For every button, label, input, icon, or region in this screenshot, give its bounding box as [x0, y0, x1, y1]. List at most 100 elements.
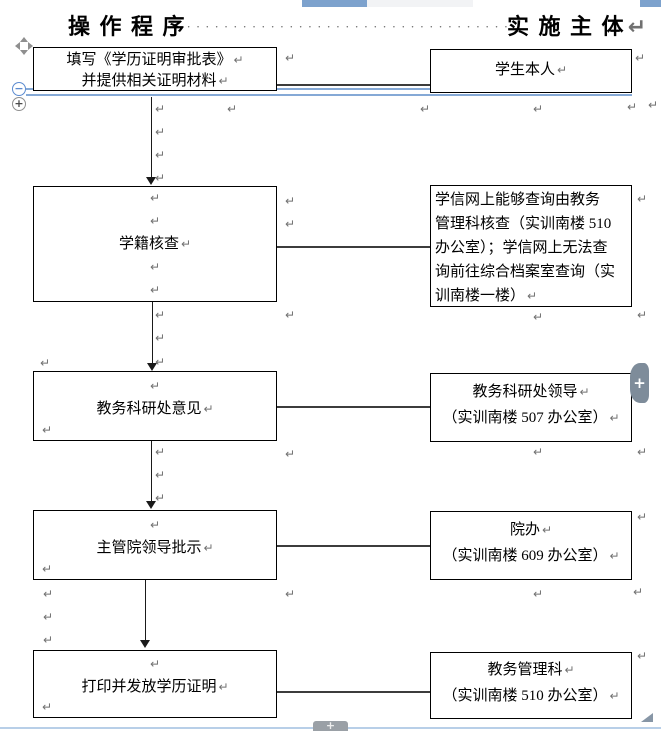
box-text: （实训南楼 507 办公室） — [442, 410, 608, 426]
flow-box-step2[interactable]: ↵ ↵ 学籍核查↵ ↵ ↵ — [33, 186, 277, 302]
paragraph-mark: ↵ — [40, 356, 51, 370]
box-text: 询前往综合档案室查询（实 — [435, 264, 616, 280]
box-text: 打印并发放学历证明 — [81, 679, 217, 695]
paragraph-mark: ↵ — [609, 549, 620, 563]
bottom-add-button[interactable]: + — [313, 720, 348, 731]
scrollbar-thumb-button[interactable]: + — [630, 363, 649, 403]
paragraph-mark: ↵ — [533, 445, 544, 459]
paragraph-mark: ↵ — [635, 51, 646, 65]
paragraph-mark: ↵ — [42, 423, 53, 437]
paragraph-mark: ↵ — [527, 289, 538, 303]
arrow-up-icon — [20, 37, 28, 42]
paragraph-mark: ↵ — [155, 171, 166, 185]
box-text: 学生本人 — [494, 62, 555, 78]
box-text: （实训南楼 510 办公室） — [442, 688, 608, 704]
paragraph-mark: ↵ — [637, 192, 648, 206]
paragraph-mark: ↵ — [637, 445, 648, 459]
collapse-rule-bottom — [26, 94, 632, 96]
box-text: 并提供相关证明材料 — [81, 73, 217, 89]
paragraph-mark: ↵ — [43, 587, 54, 601]
collapse-button[interactable]: − — [12, 82, 26, 96]
expand-button[interactable]: + — [12, 97, 26, 111]
arrow-down-icon — [20, 50, 28, 55]
paragraph-mark: ↵ — [149, 283, 161, 297]
paragraph-mark: ↵ — [285, 587, 296, 601]
arrowhead-icon — [146, 177, 156, 185]
arrowhead-icon — [140, 640, 150, 648]
paragraph-mark: ↵ — [155, 102, 166, 116]
paragraph-mark: ↵ — [564, 663, 575, 677]
paragraph-mark: ↵ — [533, 102, 544, 116]
paragraph-mark: ↵ — [149, 191, 161, 205]
connector-row2 — [277, 246, 430, 248]
box-text: 教务科研处领导 — [472, 384, 578, 400]
paragraph-mark: ↵ — [155, 148, 166, 162]
box-text: （实训南楼 609 办公室） — [442, 548, 608, 564]
flow-box-actor1[interactable]: 学生本人↵ — [430, 49, 632, 93]
arrowhead-icon — [146, 501, 156, 509]
paragraph-mark: ↵ — [285, 194, 296, 208]
paragraph-mark: ↵ — [155, 125, 166, 139]
move-handle-icon[interactable] — [15, 37, 33, 55]
box-text: 教务管理科 — [487, 662, 563, 678]
box-text: 训南楼一楼） — [435, 288, 526, 304]
paragraph-mark: ↵ — [155, 355, 166, 369]
paragraph-mark: ↵ — [609, 411, 620, 425]
box-text: 学信网上能够查询由教务 — [435, 192, 601, 208]
paragraph-mark: ↵ — [155, 445, 166, 459]
connector-row5 — [277, 691, 430, 693]
paragraph-mark: ↵ — [43, 633, 54, 647]
flow-arrow-4 — [140, 580, 150, 648]
paragraph-mark: ↵ — [285, 308, 296, 322]
top-scrollbar-track[interactable] — [367, 0, 473, 7]
paragraph-mark: ↵ — [203, 541, 214, 555]
flow-arrow-3 — [146, 441, 156, 509]
paragraph-mark: ↵ — [637, 649, 648, 663]
paragraph-mark: ↵ — [155, 468, 166, 482]
flow-box-step5[interactable]: ↵ 打印并发放学历证明↵ ↵ — [33, 650, 277, 718]
connector-row4 — [277, 545, 430, 547]
header-left-title: 操 作 程 序 — [68, 14, 187, 39]
box-text: 院办 — [509, 522, 540, 538]
paragraph-mark: ↵ — [149, 379, 161, 393]
paragraph-mark: ↵ — [233, 53, 244, 67]
paragraph-mark: ↵ — [579, 385, 590, 399]
paragraph-mark: ↵ — [648, 98, 659, 112]
flow-box-actor4[interactable]: 院办↵ （实训南楼 609 办公室）↵ — [430, 511, 632, 580]
flow-box-step4[interactable]: ↵ 主管院领导批示↵ ↵ — [33, 510, 277, 580]
box-text: 办公室）；学信网上无法查 — [435, 240, 608, 256]
resize-grip-icon[interactable] — [641, 713, 653, 722]
arrow-left-icon — [15, 42, 20, 50]
flow-header: 操 作 程 序 ································… — [0, 9, 648, 41]
top-scrollbar-thumb[interactable] — [302, 0, 367, 7]
flow-arrow-1 — [146, 97, 156, 185]
connector-row3 — [277, 406, 430, 408]
paragraph-mark: ↵ — [180, 237, 192, 251]
top-scrollbar-fragment[interactable] — [640, 0, 661, 7]
flow-arrow-2 — [147, 302, 157, 371]
flow-box-actor5[interactable]: 教务管理科↵ （实训南楼 510 办公室）↵ — [430, 652, 632, 719]
paragraph-mark: ↵ — [609, 689, 620, 703]
paragraph-mark: ↵ — [285, 447, 296, 461]
collapse-rule-top — [26, 88, 632, 90]
flow-box-actor2[interactable]: 学信网上能够查询由教务 管理科核查（实训南楼 510 办公室）；学信网上无法查 … — [430, 185, 632, 307]
paragraph-mark: ↵ — [155, 308, 166, 322]
box-text: 学籍核查 — [118, 236, 179, 252]
connector-row1 — [277, 84, 430, 86]
paragraph-mark: ↵ — [43, 610, 54, 624]
paragraph-mark: ↵ — [541, 523, 553, 537]
box-text: 教务科研处意见 — [96, 401, 202, 417]
box-text: 管理科核查（实训南楼 510 — [435, 216, 612, 232]
box-text: 填写《学历证明审批表》 — [66, 52, 232, 68]
paragraph-mark: ↵ — [637, 308, 648, 322]
paragraph-mark: ↵ — [227, 102, 238, 116]
paragraph-mark: ↵ — [533, 587, 544, 601]
paragraph-mark: ↵ — [420, 102, 431, 116]
flow-box-actor3[interactable]: 教务科研处领导↵ （实训南楼 507 办公室）↵ — [430, 373, 632, 442]
arrowhead-icon — [147, 363, 157, 371]
paragraph-mark: ↵ — [637, 510, 648, 524]
paragraph-mark: ↵ — [203, 402, 214, 416]
flow-box-step1[interactable]: 填写《学历证明审批表》↵ 并提供相关证明材料↵ — [33, 47, 277, 91]
flow-box-step3[interactable]: ↵ 教务科研处意见↵ ↵ — [33, 371, 277, 441]
